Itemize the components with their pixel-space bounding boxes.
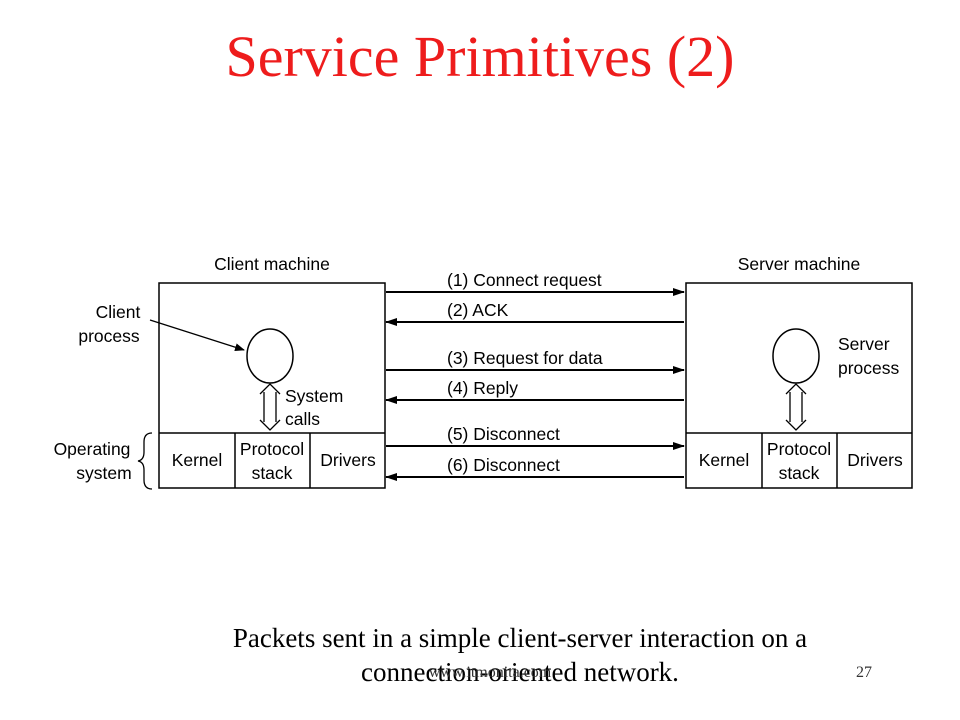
slide-title: Service Primitives (2) (225, 24, 735, 89)
operating-system-label-line2: system (76, 463, 131, 483)
client-protocol-label-line1: Protocol (240, 439, 304, 459)
server-protocol-label-line1: Protocol (767, 439, 831, 459)
page-number: 27 (856, 664, 872, 681)
packet-1-arrow: (1) Connect request (386, 270, 685, 296)
packet-5-label: (5) Disconnect (447, 424, 560, 444)
packet-6-label: (6) Disconnect (447, 455, 560, 475)
operating-system-brace (137, 432, 153, 490)
packet-1-label: (1) Connect request (447, 270, 602, 290)
server-process-circle (772, 328, 820, 384)
server-protocol-label-line2: stack (779, 463, 820, 483)
client-protocol-label-line2: stack (252, 463, 293, 483)
client-drivers-label: Drivers (320, 450, 376, 470)
caption-line-2: connection-oriented network. (361, 657, 679, 687)
client-syscalls-label-line1: System (285, 386, 343, 406)
slide-caption: Packets sent in a simple client-server i… (160, 621, 880, 689)
packet-4-label: (4) Reply (447, 378, 518, 398)
client-machine-box (158, 282, 386, 489)
client-machine-heading: Client machine (214, 254, 330, 274)
server-machine-heading: Server machine (738, 254, 861, 274)
packet-6-arrow: (6) Disconnect (385, 455, 684, 481)
server-process-label-line1: Server (838, 334, 890, 354)
client-process-label-line2: process (78, 326, 140, 346)
server-drivers-label: Drivers (847, 450, 903, 470)
footer-url: www.itmonita.com (428, 664, 552, 681)
client-process-label-line1: Client (96, 302, 141, 322)
packet-3-arrow: (3) Request for data (386, 348, 685, 374)
caption-line-1: Packets sent in a simple client-server i… (232, 623, 808, 653)
client-syscalls-label-line2: calls (285, 409, 320, 429)
packet-2-label: (2) ACK (447, 300, 509, 320)
server-machine-box (685, 282, 913, 489)
server-syscall-arrow (785, 383, 807, 431)
server-process-label-line2: process (838, 358, 900, 378)
server-kernel-label: Kernel (699, 450, 750, 470)
client-process-pointer (149, 319, 245, 352)
packet-2-arrow: (2) ACK (385, 300, 684, 326)
operating-system-label-line1: Operating (54, 439, 131, 459)
client-kernel-label: Kernel (172, 450, 223, 470)
client-syscall-arrow (259, 383, 281, 431)
packet-3-label: (3) Request for data (447, 348, 603, 368)
client-process-circle (246, 328, 294, 384)
packet-5-arrow: (5) Disconnect (386, 424, 685, 450)
packet-4-arrow: (4) Reply (385, 378, 684, 404)
